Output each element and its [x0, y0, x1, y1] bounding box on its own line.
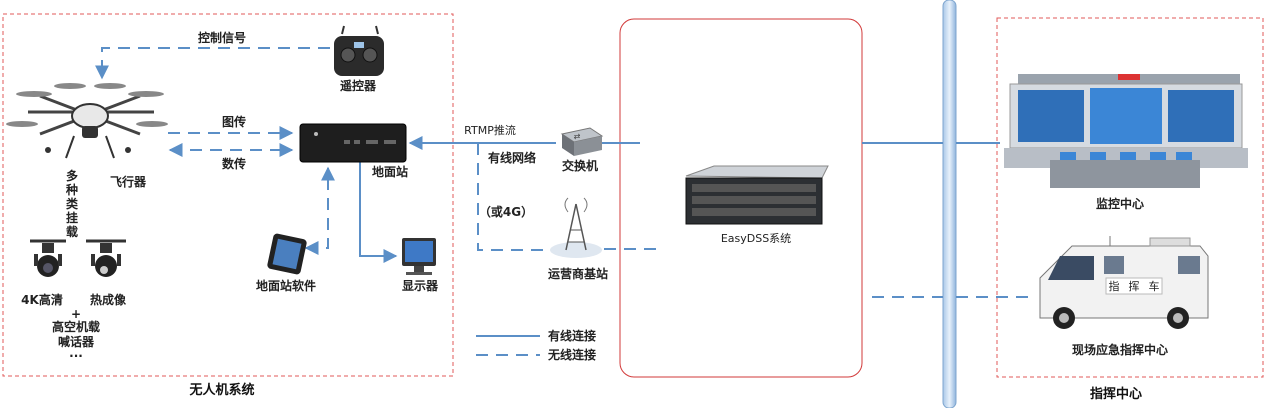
image-transmission-label: 图传 — [222, 114, 246, 129]
command-center-frame — [996, 17, 1264, 378]
server-label: EasyDSS系统 — [721, 232, 791, 245]
wired-network-label: 有线网络 — [488, 150, 536, 165]
vehicle-char-1: 指 — [1109, 279, 1120, 293]
ground-station-icon — [299, 123, 407, 163]
drone-icon — [6, 83, 168, 159]
ellipsis-label: ··· — [69, 349, 83, 363]
monitor-display-icon — [402, 238, 436, 275]
aircraft-label: 飞行器 — [110, 174, 147, 189]
command-center-title: 指挥中心 — [1090, 386, 1142, 402]
monitor-label: 显示器 — [402, 279, 439, 293]
payload-char-2: 种 — [65, 182, 78, 197]
control-signal-line — [95, 47, 330, 80]
thermal-camera-icon — [86, 239, 126, 277]
remote-controller-label: 遥控器 — [340, 78, 377, 93]
switch-label: 交换机 — [562, 158, 598, 173]
carrier-station-label: 运营商基站 — [548, 266, 608, 281]
plus-sign: + — [71, 307, 81, 321]
legend-wireless-label: 无线连接 — [547, 347, 596, 362]
server-icon — [685, 165, 829, 225]
remote-controller-icon — [334, 25, 384, 76]
ground-station-label: 地面站 — [372, 164, 408, 179]
field-command-label: 现场应急指挥中心 — [1072, 342, 1168, 357]
monitoring-center-label: 监控中心 — [1096, 196, 1144, 211]
camera-4k-label: 4K高清 — [21, 292, 63, 307]
loudspeaker-label-1: 高空机载 — [52, 319, 100, 334]
rtmp-label: RTMP推流 — [464, 123, 516, 137]
tablet-icon — [267, 233, 307, 275]
svg-text:⇄: ⇄ — [574, 132, 581, 141]
vehicle-char-3: 车 — [1149, 279, 1160, 293]
payload-char-5: 载 — [66, 224, 78, 239]
network-bus — [942, 0, 957, 409]
thermal-label: 热成像 — [90, 292, 127, 307]
payload-char-3: 类 — [66, 196, 79, 211]
or-4g-label: （或4G） — [479, 204, 533, 219]
ground-station-software-label: 地面站软件 — [256, 278, 316, 293]
uav-system-title: 无人机系统 — [188, 382, 254, 398]
4k-camera-icon — [30, 239, 66, 277]
server-frame — [619, 18, 863, 378]
monitor-link-line — [359, 162, 398, 263]
payload-char-4: 挂 — [66, 210, 78, 225]
command-vehicle-icon — [1039, 236, 1209, 329]
legend-wired-label: 有线连接 — [548, 328, 596, 343]
payload-char-1: 多 — [66, 168, 78, 183]
monitoring-center-building-icon — [1004, 74, 1248, 188]
4g-line — [477, 143, 548, 251]
switch-icon: ⇄ — [560, 127, 604, 156]
data-transmission-label: 数传 — [222, 156, 246, 171]
software-link-line — [304, 166, 335, 255]
control-signal-label: 控制信号 — [198, 30, 246, 45]
loudspeaker-label-2: 喊话器 — [58, 334, 95, 349]
uav-system-frame — [2, 13, 454, 377]
cell-tower-icon — [550, 197, 602, 258]
vehicle-char-2: 挥 — [1129, 280, 1140, 293]
